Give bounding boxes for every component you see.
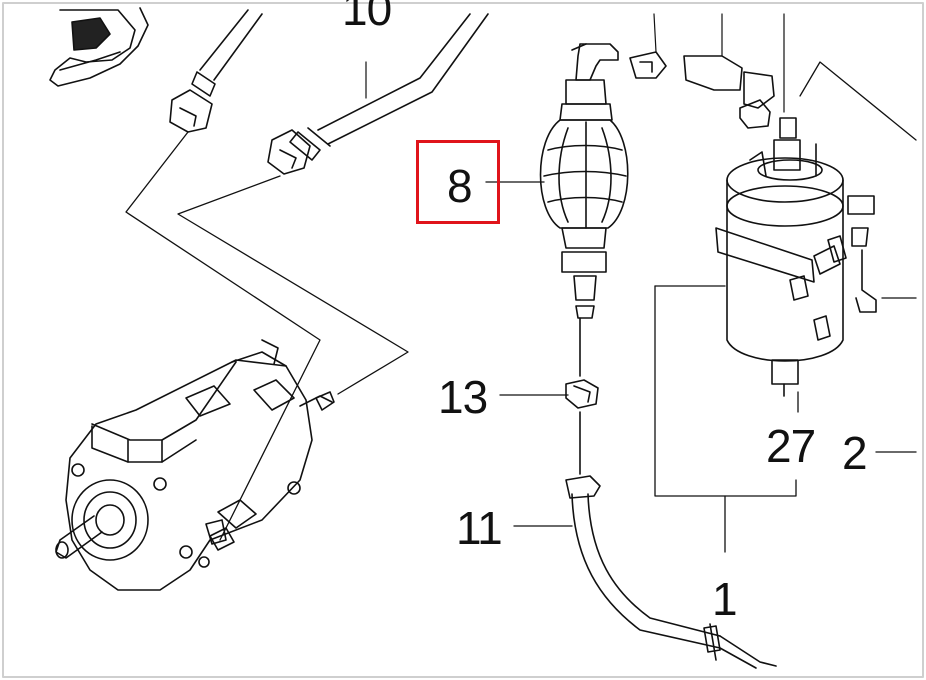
hose-routing-lines bbox=[125, 131, 409, 541]
callout-10: 10 bbox=[342, 0, 392, 35]
hose-clip-top bbox=[629, 13, 667, 79]
callout-1: 1 bbox=[712, 573, 738, 625]
callout-27: 27 bbox=[766, 420, 816, 472]
callout-13: 13 bbox=[438, 371, 488, 423]
callout-leaders bbox=[485, 181, 797, 553]
hose-10 bbox=[267, 13, 489, 175]
injection-pump bbox=[55, 339, 335, 591]
hose-11 bbox=[565, 317, 777, 669]
pump-hose-clip bbox=[205, 519, 227, 545]
sensor-connector bbox=[683, 13, 775, 129]
callout-11: 11 bbox=[456, 502, 503, 554]
bracket-part bbox=[49, 7, 149, 87]
callout-2: 2 bbox=[842, 427, 868, 479]
hose-left bbox=[169, 9, 263, 133]
bracket-lines-right bbox=[797, 61, 917, 453]
fuel-filter bbox=[715, 13, 877, 397]
highlight-box-8 bbox=[416, 140, 500, 224]
callout-8: 8 bbox=[447, 160, 473, 212]
priming-bulb bbox=[539, 43, 629, 319]
